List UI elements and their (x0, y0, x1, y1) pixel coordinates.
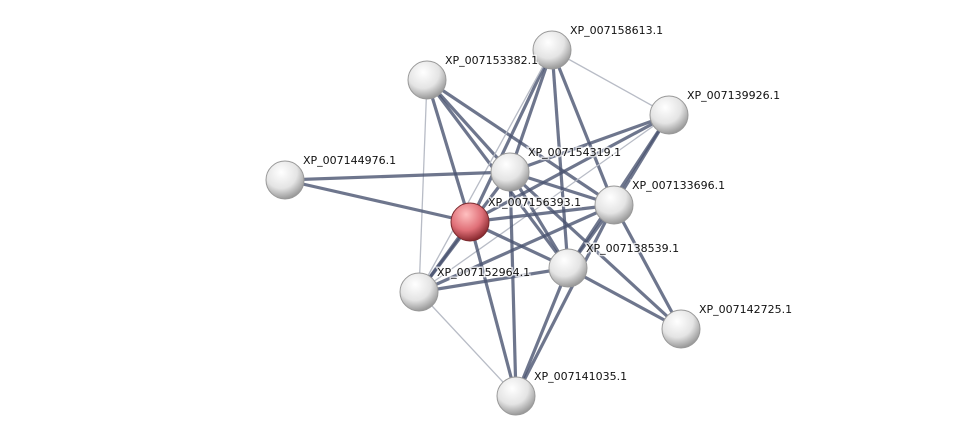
node-label: XP_007141035.1 (534, 370, 627, 383)
node-label: XP_007142725.1 (699, 303, 792, 316)
protein-node[interactable] (594, 185, 634, 225)
protein-node[interactable] (649, 95, 689, 135)
edge-XP_007156393.1-XP_007141035.1[interactable] (468, 221, 518, 397)
node-label: XP_007158613.1 (570, 24, 663, 37)
protein-node[interactable] (407, 60, 447, 100)
edge-XP_007133696.1-XP_007142725.1[interactable] (612, 204, 683, 330)
query-protein-node[interactable] (450, 202, 490, 242)
node-XP_007138539.1[interactable]: XP_007138539.1 (548, 241, 681, 288)
edge-XP_007139926.1-XP_007154319.1[interactable] (509, 113, 670, 174)
edge-XP_007158613.1-XP_007154319.1[interactable] (508, 49, 554, 173)
node-label: XP_007133696.1 (632, 179, 725, 192)
protein-node[interactable] (661, 309, 701, 349)
edge-XP_007158613.1-XP_007133696.1[interactable] (550, 49, 616, 206)
node-XP_007139926.1[interactable]: XP_007139926.1 (649, 88, 782, 135)
edge-XP_007138539.1-XP_007142725.1[interactable] (567, 266, 682, 331)
edge-XP_007153382.1-XP_007152964.1[interactable] (418, 79, 428, 293)
node-label: XP_007153382.1 (445, 54, 538, 67)
protein-node[interactable] (399, 272, 439, 312)
node-XP_007153382.1[interactable]: XP_007153382.1 (407, 53, 540, 100)
node-XP_007154319.1[interactable]: XP_007154319.1 (490, 145, 623, 192)
edge-XP_007153382.1-XP_007156393.1[interactable] (425, 79, 472, 223)
protein-node[interactable] (496, 376, 536, 416)
node-XP_007133696.1[interactable]: XP_007133696.1 (594, 178, 727, 225)
edge-XP_007144976.1-XP_007154319.1[interactable] (284, 170, 511, 182)
node-XP_007158613.1[interactable]: XP_007158613.1 (532, 23, 665, 70)
edge-XP_007138539.1-XP_007141035.1[interactable] (514, 267, 570, 397)
node-label: XP_007138539.1 (586, 242, 679, 255)
node-label: XP_007152964.1 (437, 266, 530, 279)
edge-XP_007154319.1-XP_007141035.1[interactable] (508, 171, 518, 397)
node-label: XP_007156393.1 (488, 196, 581, 209)
edge-XP_007158613.1-XP_007152964.1[interactable] (418, 49, 553, 293)
node-label: XP_007154319.1 (528, 146, 621, 159)
node-label: XP_007139926.1 (687, 89, 780, 102)
node-layer: XP_007158613.1XP_007153382.1XP_007139926… (265, 23, 794, 416)
edge-XP_007158613.1-XP_007138539.1[interactable] (550, 49, 570, 269)
edge-XP_007138539.1-XP_007152964.1[interactable] (418, 266, 569, 294)
protein-node[interactable] (490, 152, 530, 192)
protein-node[interactable] (265, 160, 305, 200)
edge-XP_007152964.1-XP_007141035.1[interactable] (418, 291, 517, 397)
edge-XP_007154319.1-XP_007142725.1[interactable] (508, 170, 683, 331)
node-XP_007156393.1[interactable]: XP_007156393.1 (450, 195, 583, 242)
edge-XP_007156393.1-XP_007133696.1[interactable] (469, 203, 615, 224)
protein-node[interactable] (548, 248, 588, 288)
edge-XP_007133696.1-XP_007152964.1[interactable] (418, 203, 615, 294)
node-label: XP_007144976.1 (303, 154, 396, 167)
edge-XP_007133696.1-XP_007141035.1[interactable] (514, 204, 616, 397)
node-XP_007141035.1[interactable]: XP_007141035.1 (496, 369, 629, 416)
edge-XP_007144976.1-XP_007156393.1[interactable] (284, 178, 471, 224)
edge-XP_007158613.1-XP_007139926.1[interactable] (551, 49, 670, 116)
node-XP_007144976.1[interactable]: XP_007144976.1 (265, 153, 398, 200)
edge-XP_007158613.1-XP_007156393.1[interactable] (468, 49, 554, 223)
edge-XP_007139926.1-XP_007156393.1[interactable] (469, 113, 670, 224)
node-XP_007142725.1[interactable]: XP_007142725.1 (661, 302, 794, 349)
edge-XP_007153382.1-XP_007154319.1[interactable] (425, 78, 512, 174)
node-XP_007152964.1[interactable]: XP_007152964.1 (399, 265, 532, 312)
protein-node[interactable] (532, 30, 572, 70)
